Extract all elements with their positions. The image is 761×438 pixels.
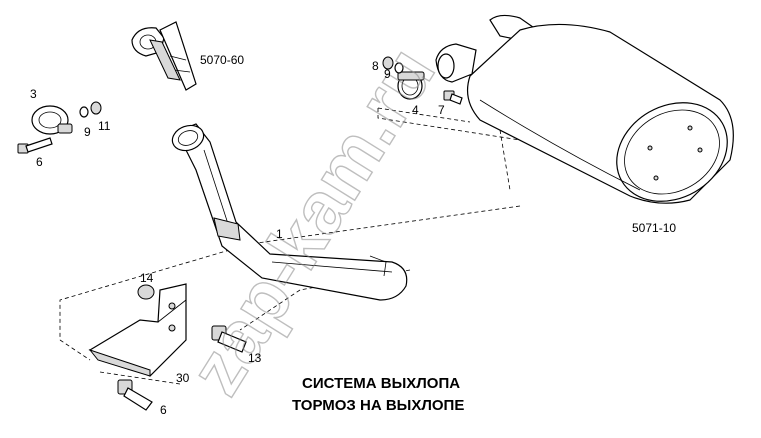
bolt-6b (117, 379, 153, 411)
clamp-4 (397, 71, 425, 100)
bracket-5070-60 (131, 21, 197, 91)
label-30: 30 (176, 371, 190, 385)
label-9a: 9 (384, 67, 391, 81)
label-5070-60: 5070-60 (200, 53, 244, 67)
label-4: 4 (412, 103, 419, 117)
clamp-3 (31, 105, 73, 135)
nut-14 (137, 284, 155, 300)
muffler (435, 14, 734, 204)
bracket-30 (88, 283, 187, 377)
label-9b: 9 (84, 125, 91, 139)
label-1: 1 (276, 227, 283, 241)
label-6b: 6 (160, 403, 167, 417)
label-8: 8 (372, 59, 379, 73)
label-11: 11 (98, 119, 111, 133)
exhaust-pipe-1 (171, 123, 408, 301)
caption-line-1: СИСТЕМА ВЫХЛОПА (302, 375, 460, 392)
label-13: 13 (248, 351, 262, 365)
washer-9 (394, 62, 404, 74)
caption-line-2: ТОРМОЗ НА ВЫХЛОПЕ (292, 397, 464, 414)
washer-9b (79, 106, 89, 118)
bolt-7 (443, 90, 463, 105)
label-7: 7 (438, 103, 445, 117)
label-5071-10: 5071-10 (632, 221, 676, 235)
label-14: 14 (140, 271, 154, 285)
nut-11 (90, 101, 102, 115)
label-3: 3 (30, 87, 37, 101)
nut-8 (382, 56, 394, 70)
bolt-13 (211, 325, 247, 353)
label-6a: 6 (36, 155, 43, 169)
bolt-6a (17, 137, 53, 154)
